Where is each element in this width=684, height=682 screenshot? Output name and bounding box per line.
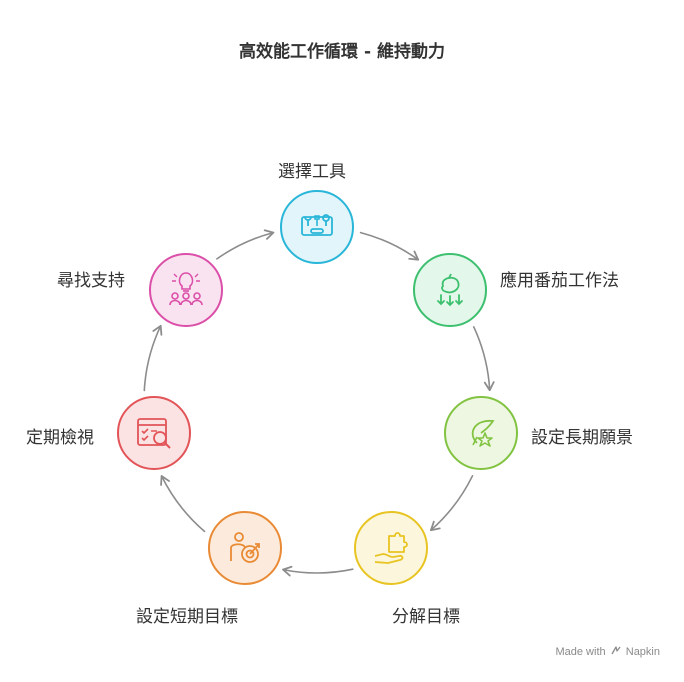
tomato-download-icon bbox=[437, 273, 463, 307]
step-label-break-down-goals: 分解目標 bbox=[392, 607, 460, 627]
arrow-support-to-tools bbox=[216, 229, 275, 260]
step-label-short-term-goals: 設定短期目標 bbox=[136, 607, 238, 627]
step-label-seek-support: 尋找支持 bbox=[57, 271, 125, 291]
arrow-short-term-to-review bbox=[160, 475, 206, 533]
node-regular-review bbox=[117, 396, 191, 470]
arrow-breakdown-to-short-term bbox=[282, 565, 354, 577]
checklist-magnifier-icon bbox=[137, 418, 171, 449]
step-label-long-term-vision: 設定長期願景 bbox=[531, 428, 633, 448]
diagram-title: 高效能工作循環 - 維持動力 bbox=[239, 42, 445, 62]
cycle-arrows bbox=[143, 229, 495, 577]
node-circle bbox=[413, 253, 487, 327]
arrow-review-to-support bbox=[143, 324, 163, 392]
napkin-logo-icon bbox=[611, 646, 621, 658]
node-select-tools bbox=[280, 190, 354, 264]
napkin-watermark: Made with Napkin bbox=[555, 646, 660, 658]
step-label-pomodoro: 應用番茄工作法 bbox=[500, 271, 619, 291]
arrow-pomodoro-to-vision bbox=[473, 326, 495, 392]
step-label-select-tools: 選擇工具 bbox=[278, 162, 346, 182]
star-leaf-icon bbox=[471, 420, 495, 447]
arrow-vision-to-breakdown bbox=[430, 475, 474, 532]
node-circle bbox=[149, 253, 223, 327]
node-short-term-goals bbox=[208, 511, 282, 585]
node-pomodoro bbox=[413, 253, 487, 327]
watermark-prefix: Made with bbox=[555, 646, 606, 658]
node-seek-support bbox=[149, 253, 223, 327]
cycle-nodes bbox=[117, 190, 518, 585]
idea-team-icon bbox=[169, 272, 203, 306]
node-circle bbox=[280, 190, 354, 264]
puzzle-hand-icon bbox=[374, 532, 408, 564]
node-circle bbox=[117, 396, 191, 470]
toolbox-icon bbox=[301, 214, 333, 236]
node-circle bbox=[354, 511, 428, 585]
person-target-icon bbox=[230, 532, 260, 563]
node-break-down-goals bbox=[354, 511, 428, 585]
watermark-brand: Napkin bbox=[625, 646, 660, 658]
arrow-tools-to-pomodoro bbox=[359, 231, 420, 261]
node-long-term-vision bbox=[444, 396, 518, 470]
step-label-regular-review: 定期檢視 bbox=[26, 428, 94, 448]
